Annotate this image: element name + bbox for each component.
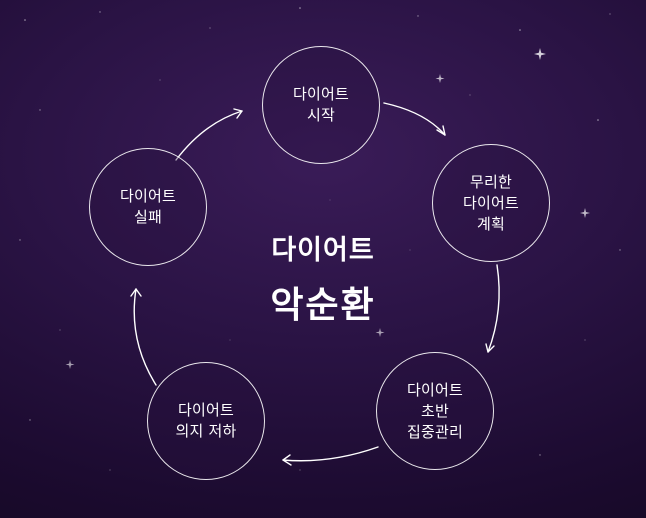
arrow-head <box>233 108 243 119</box>
arrow-head <box>485 343 495 353</box>
arrow-head <box>130 288 142 297</box>
sparkle-icon <box>375 328 385 337</box>
cycle-node-label: 무리한 다이어트 계획 <box>462 172 519 233</box>
cycle-node-diet-failure: 다이어트 실패 <box>89 148 207 266</box>
arrow-head <box>436 125 446 136</box>
cycle-node-excessive-plan: 무리한 다이어트 계획 <box>432 144 550 262</box>
arrow-start-to-plan <box>383 102 446 136</box>
sparkle-icons <box>65 48 590 369</box>
sparkle-icon <box>580 208 590 218</box>
arrow-willpower-to-fail <box>133 288 157 386</box>
arrow-fail-to-start <box>175 110 243 161</box>
cycle-node-label: 다이어트 실패 <box>119 187 176 226</box>
cycle-node-label: 다이어트 시작 <box>292 85 349 124</box>
cycle-arrows <box>130 102 500 466</box>
arrow-manage-to-willpower <box>282 446 379 462</box>
cycle-node-early-focus: 다이어트 초반 집중관리 <box>376 352 494 470</box>
center-title-line1: 다이어트 <box>271 235 375 266</box>
sparkle-icon <box>65 360 75 369</box>
sparkle-icon <box>534 48 546 60</box>
arrow-head <box>282 454 292 466</box>
center-title-line2: 악순환 <box>270 285 376 326</box>
cycle-node-label: 다이어트 의지 저하 <box>175 401 237 440</box>
arrow-plan-to-manage <box>487 264 500 353</box>
cycle-node-willpower-drop: 다이어트 의지 저하 <box>147 362 265 480</box>
star-field <box>19 7 621 471</box>
cycle-node-diet-start: 다이어트 시작 <box>262 46 380 164</box>
sparkle-icon <box>435 74 445 83</box>
cycle-node-label: 다이어트 초반 집중관리 <box>406 380 463 441</box>
